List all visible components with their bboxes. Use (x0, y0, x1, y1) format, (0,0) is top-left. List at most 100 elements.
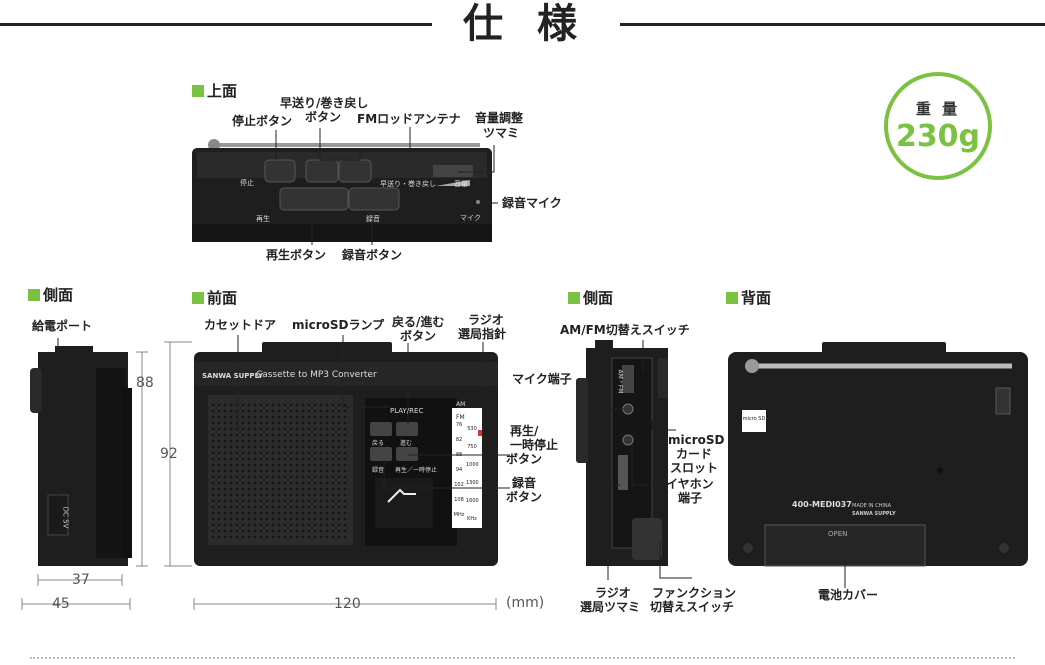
side-right-leaders (596, 340, 692, 580)
label-sd-slot-line2: カード (676, 447, 713, 461)
am-scale-2: 1000 (466, 462, 479, 468)
label-volume-line1: 音量調整 (475, 111, 524, 125)
side-switch-text: AM・FM (616, 369, 624, 394)
label-play-pause-line1: 再生/ (510, 424, 539, 438)
dim-side-depth-outer: 45 (52, 596, 70, 612)
label-rec-mic: 録音マイク (502, 196, 562, 210)
back-brand: SANWA SUPPLY (852, 511, 896, 517)
front-view-leaders (237, 335, 510, 489)
label-earphone-line1: イヤホン (666, 477, 714, 491)
dim-side-depth-inner: 37 (72, 572, 90, 588)
front-am-scale: 530 750 1000 1300 1600 KHz (466, 420, 479, 528)
front-band-am: AM (456, 401, 466, 408)
fm-scale-5: 108 (454, 497, 464, 503)
side-right-device (576, 340, 668, 566)
heading-rule-left (0, 23, 432, 26)
front-btn-back: 戻る (372, 440, 385, 447)
fm-scale-0: 76 (455, 422, 463, 428)
am-scale-1: 750 (467, 444, 477, 450)
top-btn-mic-text: マイク (460, 214, 481, 222)
bullet-square-icon (568, 292, 580, 304)
am-scale-5: KHz (467, 516, 477, 522)
front-btn-fwd: 進む (400, 440, 413, 447)
label-radio-needle-line2: 選局指針 (458, 327, 507, 341)
front-view-dimensions (193, 598, 497, 610)
label-fm-antenna: FMロッドアンテナ (357, 112, 461, 126)
top-btn-vol-text: 音量 (454, 180, 468, 188)
top-btn-stop-text: 停止 (240, 179, 254, 187)
weight-value: 230g (895, 119, 981, 154)
label-earphone-line2: 端子 (678, 491, 703, 505)
label-cassette-door: カセットドア (204, 318, 277, 332)
weight-badge: 重 量 230g (884, 72, 992, 180)
back-model: 400-MEDI037 (792, 500, 852, 509)
label-am-fm-switch: AM/FM切替えスイッチ (560, 323, 690, 337)
label-func-switch-line1: ファンクション (652, 586, 737, 600)
page-title: 仕 様 (463, 1, 587, 47)
label-play-pause-line2: 一時停止 (510, 438, 559, 452)
label-sd-slot-line1: microSD (668, 433, 725, 447)
front-model-text: Cassette to MP3 Converter (256, 370, 377, 380)
am-scale-0: 530 (467, 426, 477, 432)
section-top: 上面 (192, 80, 237, 101)
section-side-left: 側面 (28, 284, 73, 305)
speaker-grille (212, 400, 349, 540)
label-ff-rw-line2: ボタン (305, 110, 342, 124)
side-left-device (30, 346, 132, 566)
label-radio-knob-line2: 選局ツマミ (580, 600, 641, 614)
weight-label: 重 量 (915, 100, 961, 118)
top-btn-rec-text: 録音 (366, 215, 380, 223)
side-dc-text: DC 5V (61, 506, 70, 529)
back-sd-logo: micro SD (742, 416, 766, 422)
fm-scale-6: MHz (453, 512, 465, 518)
section-back: 背面 (726, 287, 771, 308)
label-back-fwd-line1: 戻る/進む (392, 315, 445, 329)
front-brand: SANWA SUPPLY (202, 372, 264, 380)
front-btn-playpause: 再生／一時停止 (395, 467, 438, 474)
heading-rule-right (620, 23, 1045, 26)
front-fm-scale: 76 82 88 94 102 108 MHz (453, 418, 465, 523)
top-view-device (192, 139, 492, 242)
fm-scale-1: 82 (455, 437, 463, 443)
back-made-in: MADE IN CHINA (852, 503, 892, 509)
back-view-device (728, 342, 1028, 567)
label-radio-knob-line1: ラジオ (595, 586, 631, 600)
dim-front-height: 92 (160, 446, 178, 462)
label-rec-line2: ボタン (506, 490, 543, 504)
back-open: OPEN (828, 530, 848, 538)
side-left-dimensions (21, 338, 192, 610)
fm-scale-4: 102 (454, 482, 464, 488)
label-battery-cover: 電池カバー (818, 588, 879, 602)
top-btn-play-text: 再生 (256, 215, 270, 223)
bottom-divider (30, 657, 1015, 659)
label-func-switch-line2: 切替えスイッチ (650, 600, 735, 614)
bullet-square-icon (192, 85, 204, 97)
front-btn-rec: 録音 (372, 467, 385, 474)
label-radio-needle-line1: ラジオ (468, 313, 504, 327)
bullet-square-icon (726, 292, 738, 304)
label-ff-rw-line1: 早送り/巻き戻し (280, 96, 369, 110)
label-rec-button: 録音ボタン (342, 248, 403, 262)
front-band-fm: FM (456, 414, 465, 421)
label-stop-button: 停止ボタン (232, 114, 293, 128)
section-front: 前面 (192, 287, 237, 308)
dim-unit: (mm) (506, 595, 545, 611)
bullet-square-icon (192, 292, 204, 304)
am-scale-4: 1600 (466, 498, 479, 504)
front-view-device (194, 342, 498, 566)
section-side-right: 側面 (568, 287, 613, 308)
fm-scale-2: 88 (455, 452, 463, 458)
label-mic-jack: マイク端子 (512, 372, 572, 386)
label-play-button: 再生ボタン (266, 248, 327, 262)
label-sd-slot-line3: スロット (670, 461, 719, 475)
bullet-square-icon (28, 289, 40, 301)
front-play-rec: PLAY/REC (390, 407, 424, 415)
am-scale-3: 1300 (466, 480, 479, 486)
dim-side-height: 88 (136, 375, 154, 391)
label-sd-lamp: microSDランプ (292, 318, 385, 332)
label-back-fwd-line2: ボタン (400, 329, 437, 343)
label-rec-line1: 録音 (512, 476, 537, 490)
label-power-port: 給電ポート (32, 319, 93, 333)
top-view-leaders (275, 127, 498, 245)
